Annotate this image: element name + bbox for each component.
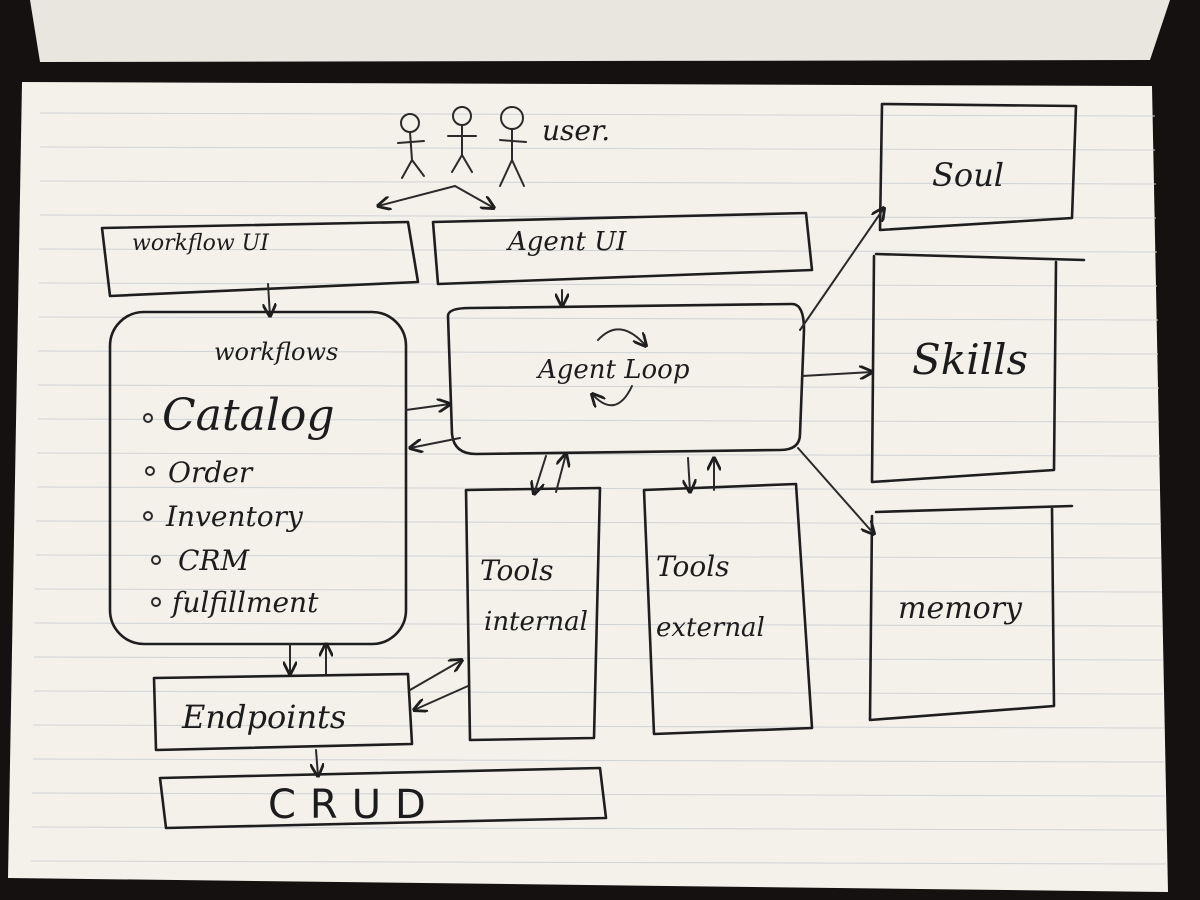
loop-arrow-icon [592, 385, 633, 405]
arrow-agent-loop-to-tools-internal [534, 455, 547, 494]
user-figures [397, 106, 527, 187]
arrow-user-to-workflow-ui [378, 185, 456, 206]
arrow-workflows-to-agent-loop [405, 404, 450, 410]
tools-external-title: Tools [656, 550, 730, 583]
workflow-list: Catalog Order Inventory CRM fulfillment [143, 390, 335, 619]
soul-label: Soul [932, 156, 1004, 194]
arrow-user-to-agent-ui [454, 185, 494, 208]
tools-internal-box [464, 486, 602, 742]
workflows-box [108, 310, 408, 646]
list-bullet [145, 466, 155, 476]
endpoints-box [152, 672, 414, 752]
arrow-agent-loop-to-memory [797, 447, 874, 534]
crud-label: CRUD [268, 782, 440, 828]
previous-page [30, 0, 1170, 62]
workflows-title: workflows [214, 338, 338, 366]
loop-arrow-icon [597, 328, 646, 346]
workflow-item: Order [168, 456, 254, 489]
user-label: user. [542, 114, 610, 147]
workflow-ui-box [100, 220, 420, 298]
tools-internal-subtitle: internal [484, 607, 588, 637]
arrow-agent-loop-to-workflows [410, 437, 461, 448]
list-bullet [143, 413, 153, 423]
list-bullet [151, 597, 161, 607]
tools-external-subtitle: external [656, 613, 765, 643]
tools-external-box [642, 482, 814, 736]
arrow-tools-internal-to-agent-loop [555, 454, 566, 493]
endpoints-label: Endpoints [181, 698, 346, 736]
memory-box [868, 504, 1074, 722]
list-bullet [151, 555, 161, 565]
arrow-workflow-ui-to-workflows [268, 283, 270, 316]
workflow-ui-label: workflow UI [132, 231, 270, 256]
arrow-agent-loop-to-soul [799, 208, 884, 331]
arrow-agent-loop-to-skills [801, 372, 872, 376]
workflow-item: fulfillment [170, 586, 319, 619]
agent-loop-box [446, 302, 806, 456]
agent-ui-label: Agent UI [506, 227, 627, 257]
skills-label: Skills [912, 335, 1028, 384]
crud-box [158, 766, 608, 830]
workflow-item: CRM [178, 544, 251, 577]
agent-loop-label: Agent Loop [536, 355, 690, 385]
workflow-item: Inventory [165, 500, 304, 533]
arrow-tools-internal-to-endpoints [414, 685, 469, 710]
memory-label: memory [898, 591, 1023, 626]
tools-internal-title: Tools [480, 554, 554, 587]
arrow-agent-loop-to-tools-external [688, 457, 690, 492]
arrow-endpoints-to-crud [316, 749, 318, 776]
workflow-item: Catalog [162, 390, 335, 441]
ruled-lines [30, 112, 1167, 865]
agent-ui-box [431, 211, 814, 286]
arrow-endpoints-to-tools-internal [409, 660, 462, 691]
list-bullet [143, 511, 153, 521]
soul-box [878, 102, 1078, 232]
